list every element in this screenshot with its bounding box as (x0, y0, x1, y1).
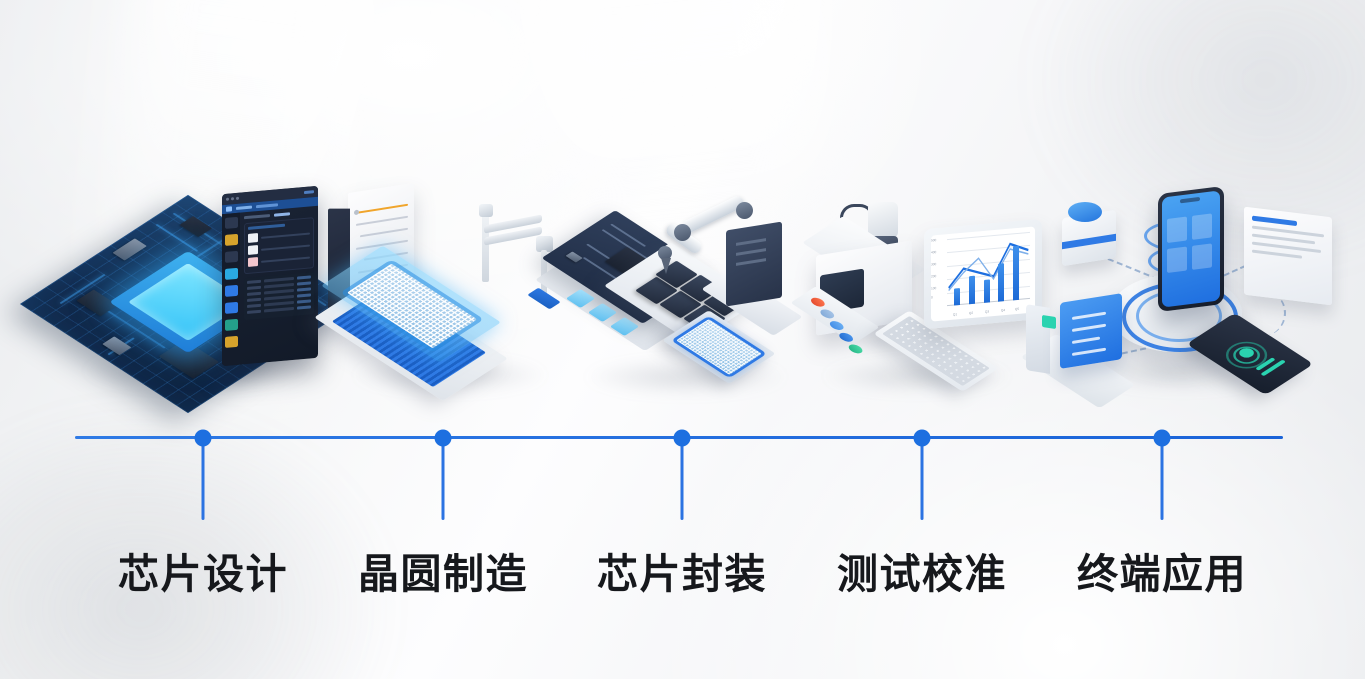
iot-cap-icon (1068, 202, 1102, 222)
timeline-node-3[interactable] (673, 429, 691, 447)
scene-wafer-fab (314, 180, 572, 401)
measurement-monitor: 500 400 300 200 100 0 Q1 Q2 Q3 Q4 Q5 (924, 218, 1042, 330)
timeline-stem (1160, 438, 1164, 520)
timeline-node-2[interactable] (434, 429, 452, 447)
timeline-node-1[interactable] (194, 429, 212, 447)
step-label-test: 测试校准 (837, 551, 1007, 597)
step-label-wafer-fab: 晶圆制造 (358, 551, 528, 597)
timeline-stem (441, 438, 445, 520)
scene-terminal-application (1020, 185, 1332, 409)
step-label-terminal: 终端应用 (1077, 551, 1247, 597)
chart-plot-area (947, 231, 1030, 307)
scene-packaging (535, 186, 808, 396)
timeline-node-4[interactable] (913, 429, 931, 447)
step-label-chip-design: 芯片设计 (118, 551, 288, 597)
probe-lens-icon (868, 202, 898, 238)
timeline-stem (920, 438, 924, 520)
step-label-packaging: 芯片封装 (597, 551, 767, 597)
scene-test-calibration: 500 400 300 200 100 0 Q1 Q2 Q3 Q4 Q5 (790, 190, 1046, 398)
scene-chip-design (12, 172, 357, 419)
timeline-node-5[interactable] (1153, 429, 1171, 447)
timeline-stem (201, 438, 205, 520)
timeline-stem (680, 438, 684, 520)
chart-line-series (948, 242, 1029, 292)
